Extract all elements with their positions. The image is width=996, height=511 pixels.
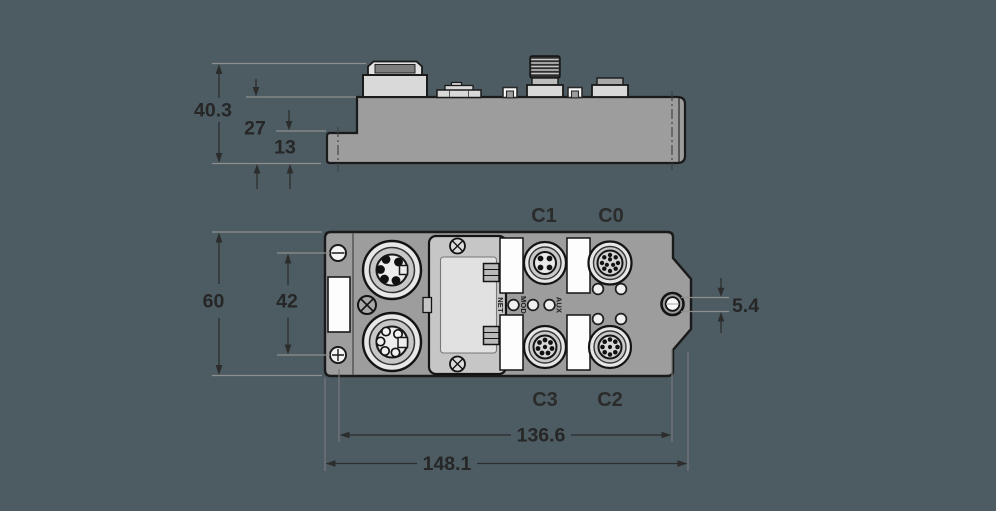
- m12-port-c1: [522, 240, 568, 286]
- led-aux: [543, 298, 556, 312]
- c2-pins: [600, 337, 620, 357]
- screw-cross: [452, 240, 463, 252]
- m12-port-c2: [587, 324, 633, 370]
- port-id-window-c2: [566, 314, 591, 371]
- led-label-aux: AUX: [555, 297, 564, 313]
- led-c2-b: [614, 312, 628, 326]
- c0-pins: [599, 252, 621, 274]
- power-out-keyway: [397, 336, 409, 349]
- c3-pins: [535, 337, 555, 356]
- led-mod: [526, 298, 540, 312]
- power-out-pins: [375, 326, 404, 358]
- clip-inner: [505, 90, 515, 99]
- label-window-glass: [439, 256, 498, 354]
- port-label-c1: C1: [531, 205, 557, 227]
- service-connector-base: [436, 89, 482, 99]
- right-connector-base: [591, 84, 629, 98]
- power-connector-out: [361, 311, 423, 373]
- port-label-c3: C3: [532, 389, 558, 411]
- dim-overall-width: 148.1: [324, 352, 689, 475]
- center-screw: [357, 295, 377, 315]
- label-window: [422, 234, 508, 376]
- dim-hole-spacing-vertical-value: 42: [276, 291, 298, 313]
- service-connector-seams: [449, 90, 469, 97]
- cable-clip-left: [502, 86, 518, 99]
- port-id-window-c3: [499, 314, 524, 371]
- side-right-connector: [591, 77, 629, 98]
- window-latch-bottom: [482, 325, 500, 346]
- led-label-net: NET: [496, 297, 505, 313]
- led-label-mod: MOD: [519, 296, 528, 314]
- window-latch-top: [482, 262, 500, 283]
- led-c2-a: [591, 312, 605, 326]
- port-label-c0: C0: [598, 205, 624, 227]
- port-id-window-c0: [566, 237, 591, 294]
- dim-overall-width-value: 148.1: [423, 453, 472, 475]
- window-hinge-tab: [422, 296, 433, 314]
- port-id-window-c1: [499, 237, 524, 294]
- led-c0-a: [591, 282, 605, 296]
- side-power-connector: [362, 60, 428, 98]
- dim-hole-spacing-horizontal-value: 136.6: [517, 425, 566, 447]
- dim-hole-diameter-value: 5.4: [732, 295, 759, 317]
- window-screw-bottom: [449, 355, 466, 373]
- dim-flange-height: 13: [274, 110, 296, 189]
- mounting-screw-bottom-left: [329, 346, 347, 364]
- power-connector-cap-inner: [374, 64, 416, 74]
- clip-inner: [570, 90, 580, 99]
- power-connector-in: [361, 239, 423, 301]
- thread-collar: [531, 77, 559, 86]
- power-in-keyway: [398, 264, 409, 276]
- front-view-dimensions: 60 42 5.4 136.6: [203, 231, 759, 475]
- screw-cross: [452, 358, 463, 370]
- port-label-c2: C2: [597, 389, 623, 411]
- thread-base: [526, 84, 564, 98]
- power-in-pins: [376, 255, 403, 285]
- dim-total-height: 40.3: [194, 64, 232, 163]
- side-label-strip: [327, 276, 351, 333]
- power-connector-base: [362, 74, 428, 98]
- side-view: [325, 55, 687, 172]
- dim-height-value: 60: [203, 291, 225, 313]
- led-c0-b: [614, 282, 628, 296]
- mounting-hole-right: [660, 291, 685, 317]
- dim-housing-height: 27: [244, 79, 266, 189]
- side-service-connector: [436, 81, 482, 99]
- led-net: [507, 298, 520, 312]
- c1-pins: [537, 255, 553, 271]
- side-threaded-connector: [526, 55, 564, 98]
- dim-height: 60: [203, 231, 322, 377]
- status-led-cluster: NET MOD AUX: [496, 296, 564, 314]
- right-connector-cap: [596, 77, 624, 86]
- screw-cross: [360, 298, 374, 312]
- m12-port-c0: [587, 240, 633, 286]
- cable-clip-right: [567, 86, 583, 99]
- thread-ridges: [531, 58, 559, 75]
- mounting-screw-top-left: [329, 244, 347, 262]
- m12-port-c3: [522, 324, 568, 370]
- dim-hole-diameter: 5.4: [681, 278, 759, 333]
- dim-total-height-value: 40.3: [194, 100, 232, 122]
- dim-flange-height-value: 13: [274, 137, 296, 159]
- side-view-dimensions: 40.3 27 13: [194, 62, 366, 189]
- front-view: NET MOD AUX C1 C0 C3 C2: [323, 205, 693, 411]
- dim-housing-height-value: 27: [244, 118, 266, 140]
- window-screw-top: [449, 237, 466, 255]
- dim-hole-spacing-vertical: 42: [276, 252, 330, 356]
- side-housing-body: [325, 95, 687, 165]
- port-leds: [591, 282, 628, 326]
- dim-hole-spacing-horizontal: 136.6: [338, 349, 673, 447]
- screw-cross: [332, 349, 344, 361]
